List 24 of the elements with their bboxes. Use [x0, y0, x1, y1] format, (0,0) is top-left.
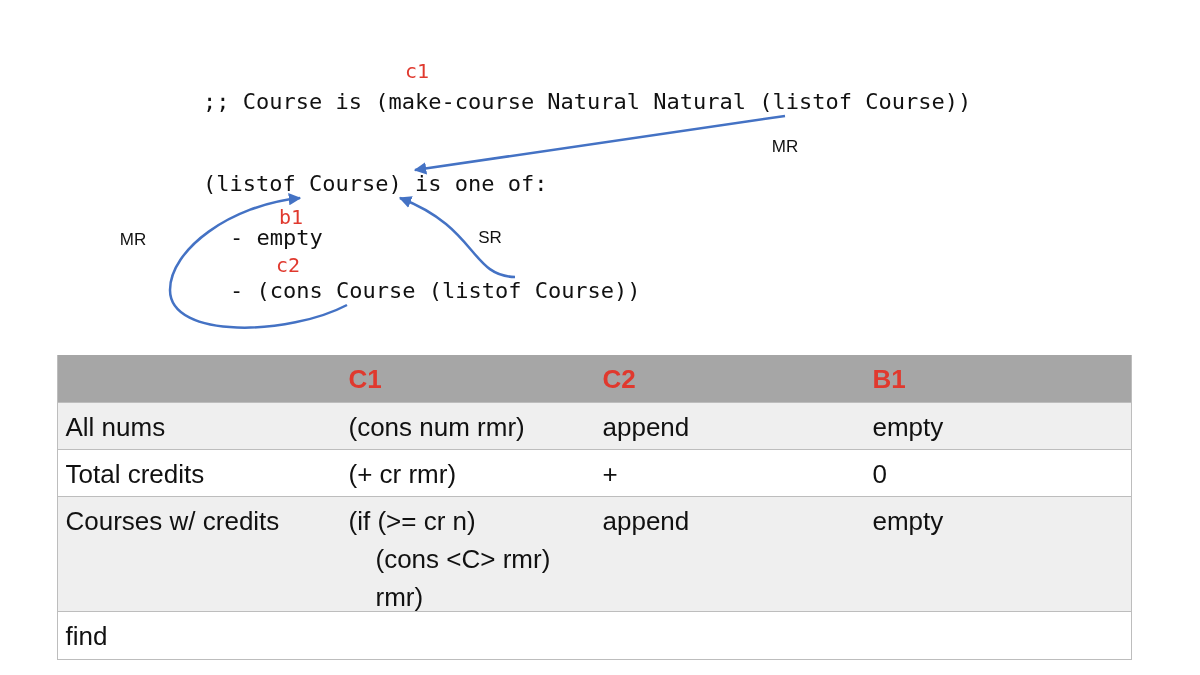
code-expression: (cons num rmr)	[348, 410, 525, 444]
annotation-label: c2	[276, 254, 301, 276]
code-expression: append	[602, 504, 690, 538]
code-expression: empty	[872, 504, 944, 538]
row-label: Total credits	[65, 457, 205, 491]
code-expression: (if (>= cr n) (cons <C> rmr) rmr)	[348, 504, 551, 614]
code-expression: empty	[872, 410, 944, 444]
column-heading: B1	[872, 363, 906, 396]
code-line: ;; Course is (make-course Natural Natural (listof Course))	[203, 88, 972, 116]
code-line: - (cons Course (listof Course))	[230, 277, 641, 305]
row-label: find	[65, 619, 108, 653]
code-expression: +	[602, 457, 618, 491]
arrow	[413, 114, 786, 175]
annotation-label: c1	[405, 60, 430, 82]
code-expression: (+ cr rmr)	[348, 457, 457, 491]
row-label: All nums	[65, 410, 166, 444]
code-expression: append	[602, 410, 690, 444]
column-heading: C1	[348, 363, 382, 396]
curved-arrow	[398, 196, 516, 279]
row-label: Courses w/ credits	[65, 504, 280, 538]
curved-arrow	[168, 193, 348, 329]
column-heading: C2	[602, 363, 636, 396]
code-expression: 0	[872, 457, 887, 491]
code-line: (listof Course) is one of:	[203, 170, 548, 198]
